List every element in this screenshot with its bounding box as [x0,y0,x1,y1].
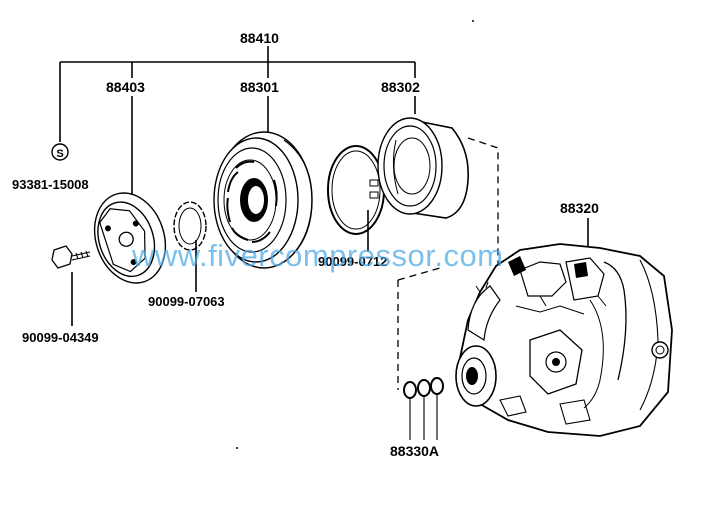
dot-mark [472,20,474,22]
o-rings-icon [403,377,444,399]
stator-coil-icon [377,117,469,219]
inner-snap-ring-icon [173,201,207,251]
label-bolt: 90099-04349 [22,330,99,345]
label-inner-snap-ring: 90099-07063 [148,294,225,309]
washer-s-icon: S [51,143,69,161]
assembly-bracket [59,46,416,142]
label-stator: 88302 [381,79,420,95]
clutch-hub-icon [93,192,167,284]
svg-text:S: S [56,148,63,160]
label-pulley: 88301 [240,79,279,95]
label-assembly: 88410 [240,30,279,46]
label-clutch-hub: 88403 [106,79,145,95]
label-o-rings: 88330A [390,443,439,459]
watermark: www.fivercompressor.com [131,238,504,273]
pulley-icon [213,131,313,269]
label-compressor: 88320 [560,200,599,216]
leader-lines [71,96,589,440]
bolt-icon [51,245,91,269]
label-washer: 93381-15008 [12,177,89,192]
alignment-dashes [397,137,499,390]
compressor-body-icon [455,243,673,437]
outer-snap-ring-icon [327,145,385,235]
dot-mark [236,447,238,449]
label-outer-snap-ring: 90099-0712 [318,254,387,269]
